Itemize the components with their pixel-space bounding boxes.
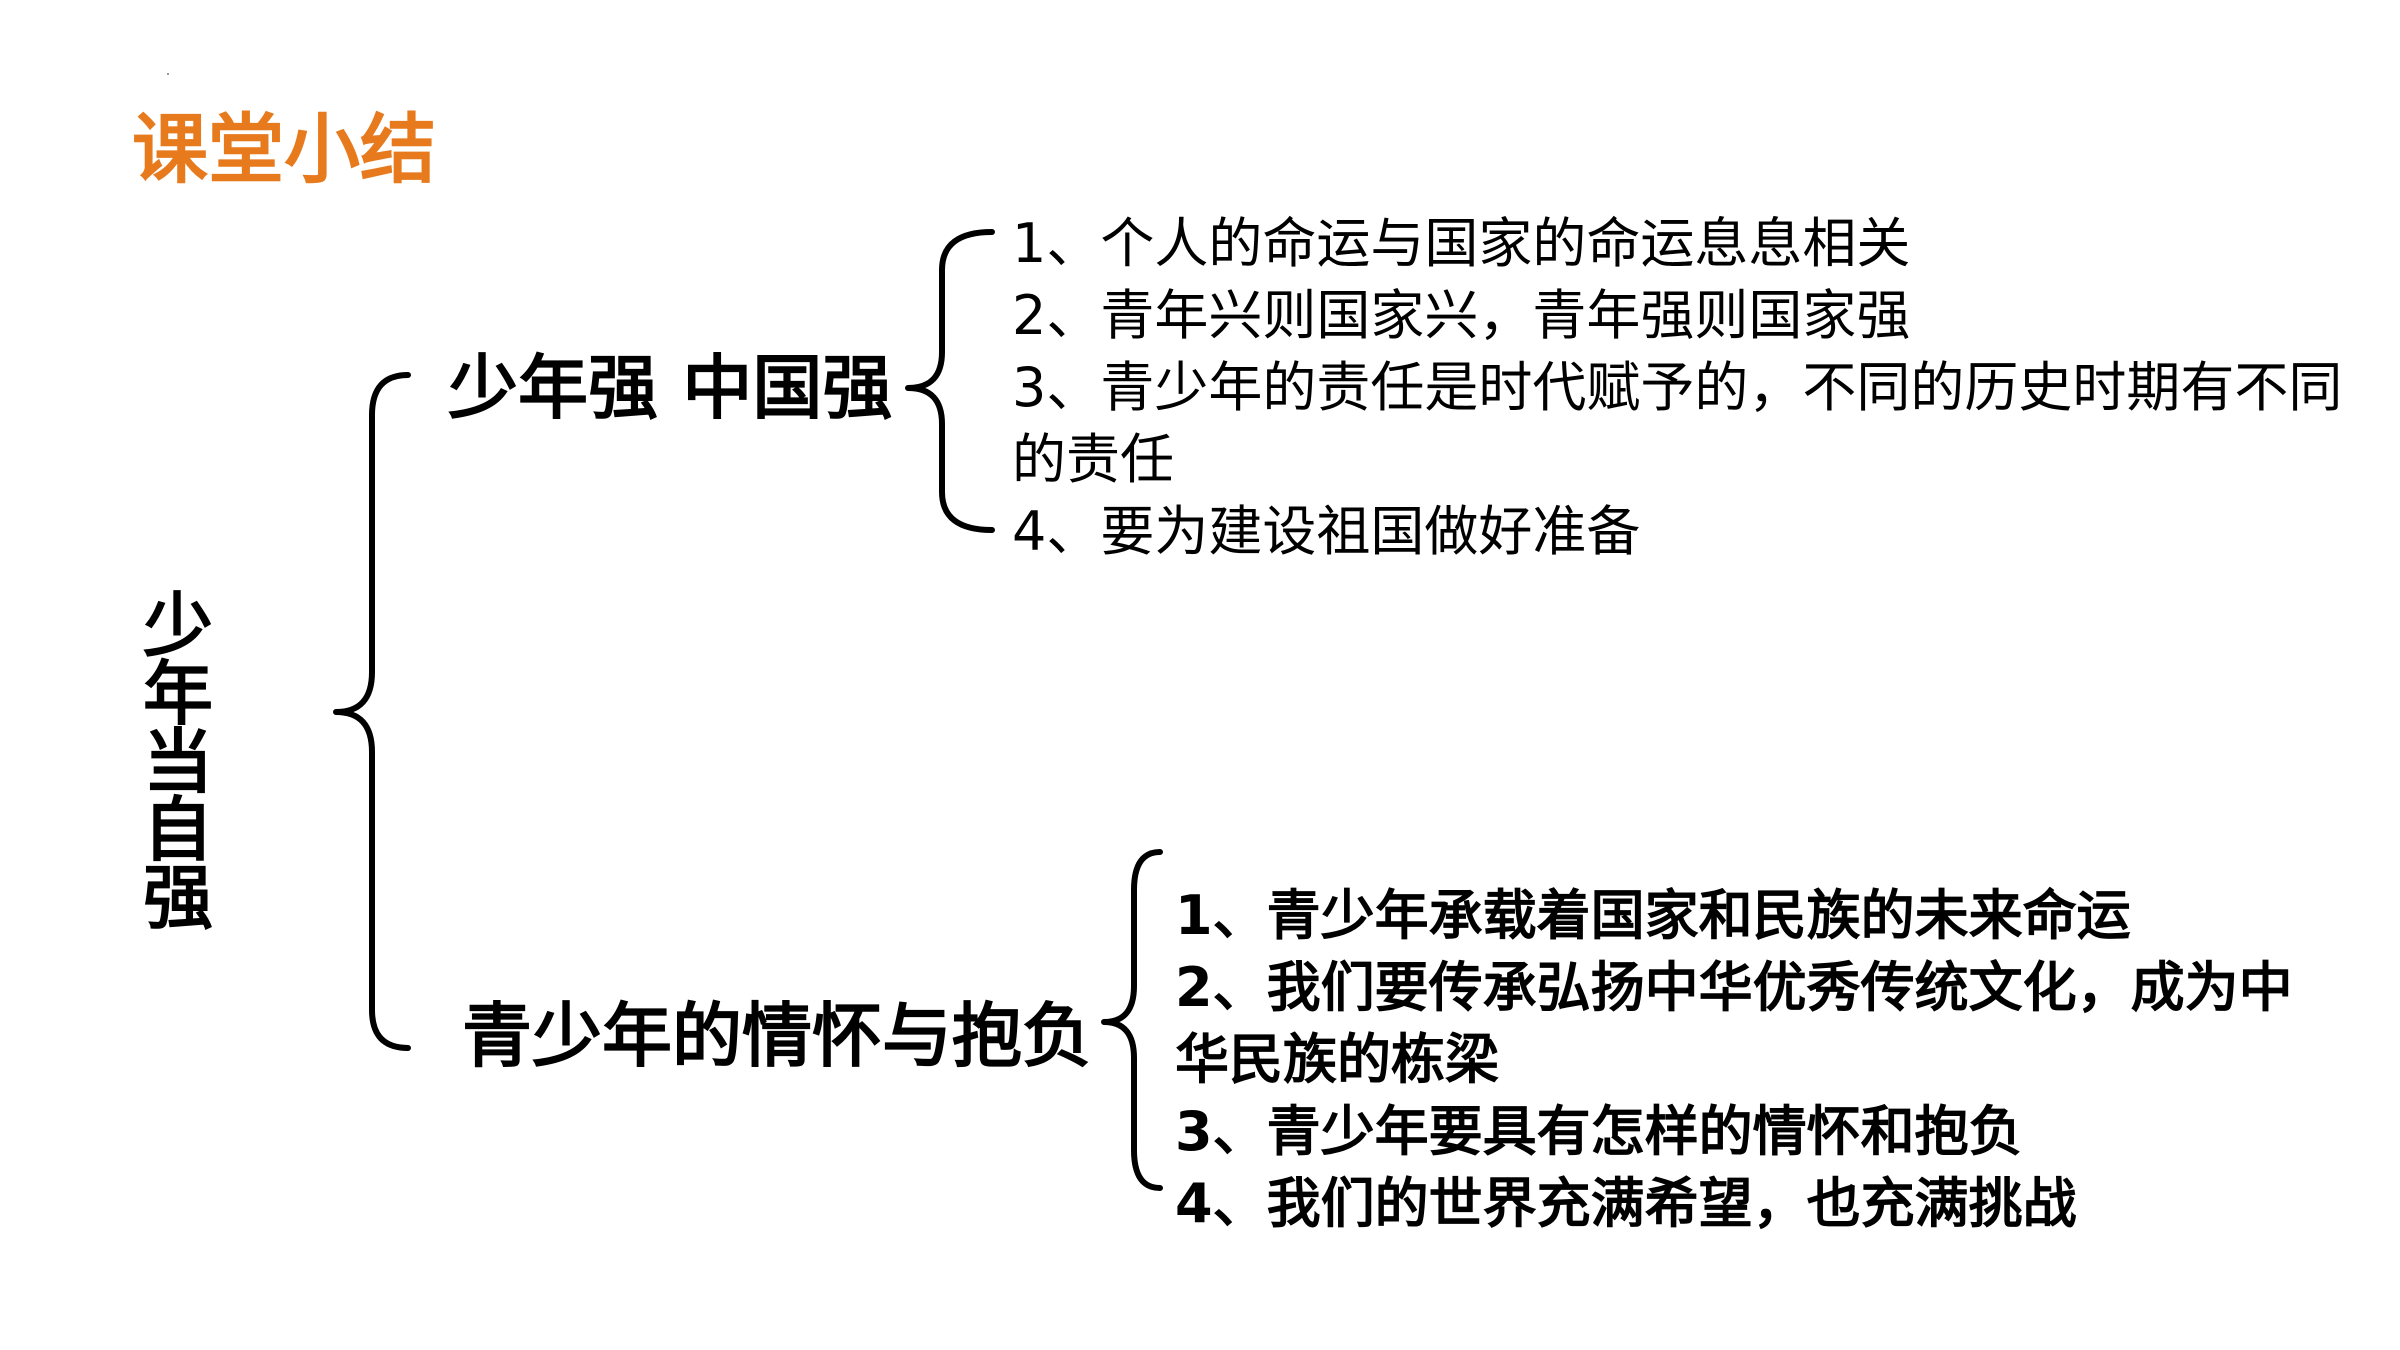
root-char: 自 — [143, 789, 213, 871]
point-item: 4、要为建设祖国做好准备 — [1012, 500, 1641, 563]
branch-topic-youth-aspiration: 青少年的情怀与抱负 — [462, 995, 1092, 1077]
point-item: 3、青少年要具有怎样的情怀和抱负 — [1175, 1100, 2023, 1163]
root-char: 强 — [143, 857, 213, 939]
root-topic: 少 年 当 自 强 — [138, 585, 218, 939]
branch-b-brace — [1101, 849, 1163, 1191]
branch-a-brace — [905, 229, 995, 533]
root-char: 少 — [143, 585, 213, 667]
root-brace — [333, 372, 411, 1051]
root-char: 当 — [143, 721, 213, 803]
branch-a-points: 1、个人的命运与国家的命运息息相关 2、青年兴则国家兴，青年强则国家强 3、青少… — [1012, 208, 2352, 568]
root-char: 年 — [143, 653, 213, 735]
slide-title: 课堂小结 — [132, 105, 436, 194]
point-item: 2、我们要传承弘扬中华优秀传统文化，成为中华民族的栋梁 — [1175, 956, 2293, 1091]
point-item: 3、青少年的责任是时代赋予的，不同的历史时期有不同的责任 — [1012, 356, 2343, 491]
branch-topic-strong-youth: 少年强 中国强 — [448, 347, 893, 429]
point-item: 4、我们的世界充满希望，也充满挑战 — [1175, 1172, 2077, 1235]
branch-b-points: 1、青少年承载着国家和民族的未来命运 2、我们要传承弘扬中华优秀传统文化，成为中… — [1175, 880, 2325, 1240]
point-item: 2、青年兴则国家兴，青年强则国家强 — [1012, 284, 1911, 347]
point-item: 1、个人的命运与国家的命运息息相关 — [1012, 212, 1911, 275]
point-item: 1、青少年承载着国家和民族的未来命运 — [1175, 884, 2131, 947]
corner-dot — [167, 73, 169, 75]
